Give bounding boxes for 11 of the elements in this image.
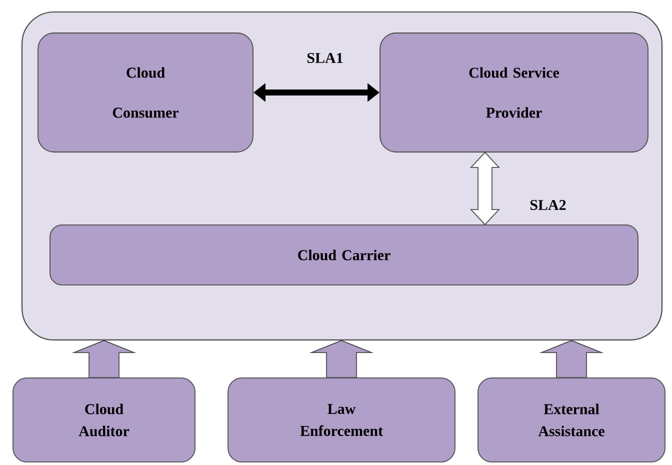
process-box: Cloud Service Provider [380, 32, 648, 152]
process-box: External Assistance [478, 378, 666, 462]
edge-label: SLA1 [306, 52, 344, 64]
block-arrow [72, 340, 136, 378]
process-box: Cloud Consumer [38, 32, 254, 152]
block-arrow [539, 340, 604, 378]
block-arrow [309, 340, 374, 378]
process-box: Law Enforcement [228, 378, 456, 462]
process-box: Cloud Carrier [50, 224, 638, 286]
edge-label: SLA2 [528, 198, 568, 212]
process-box: Cloud Auditor [12, 378, 196, 462]
